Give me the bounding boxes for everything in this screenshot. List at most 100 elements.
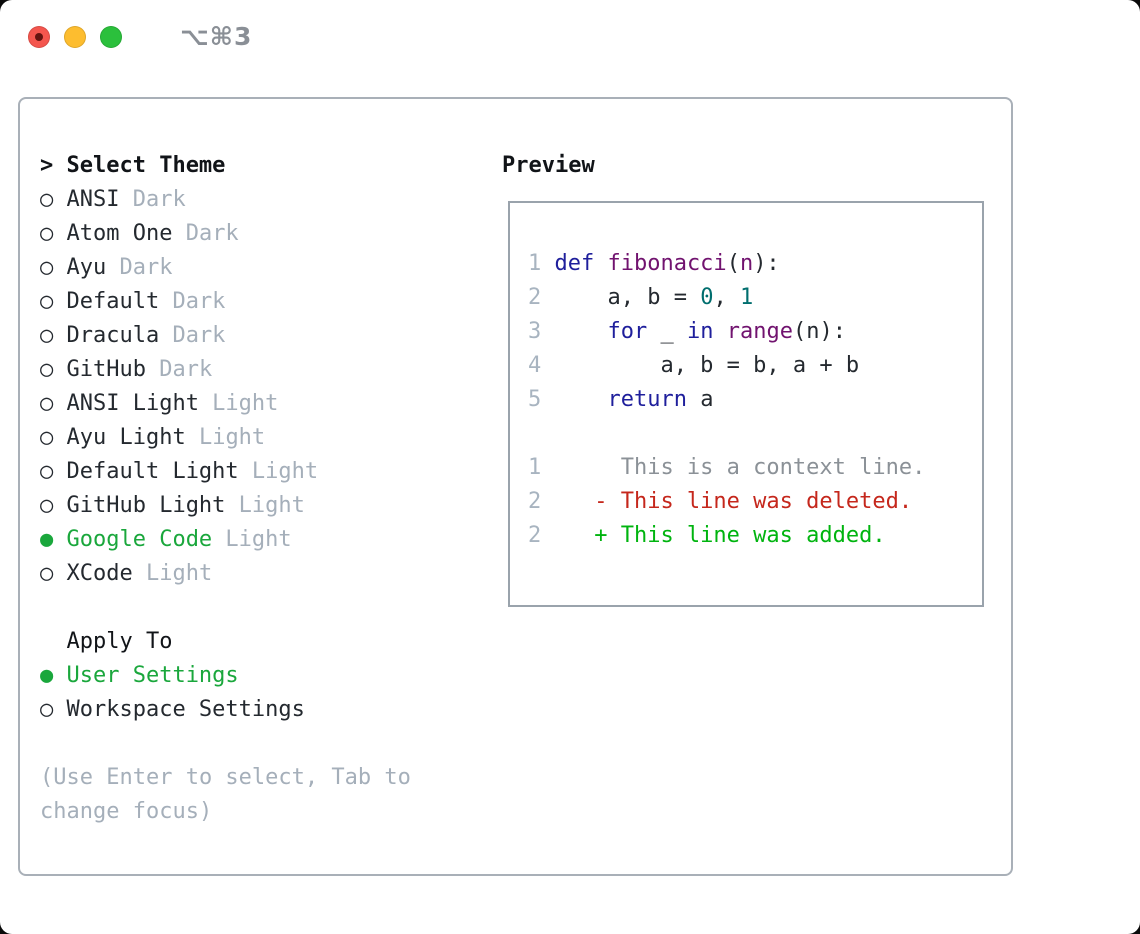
preview-header: Preview	[502, 149, 1011, 183]
theme-name: XCode	[66, 561, 133, 586]
theme-variant: Dark	[159, 323, 226, 348]
code-line: 3 for _ in range(n):	[528, 315, 964, 349]
theme-name: ANSI	[66, 187, 120, 212]
close-dot-icon	[35, 33, 43, 41]
theme-option-default-dark[interactable]: ○Default Dark	[40, 285, 502, 319]
radio-icon: ○	[40, 187, 54, 212]
theme-name: Default	[66, 289, 160, 314]
maximize-button[interactable]	[100, 26, 122, 48]
radio-icon: ○	[40, 425, 54, 450]
code-token: ):	[753, 251, 780, 276]
theme-option-atom-one-dark[interactable]: ○Atom One Dark	[40, 217, 502, 251]
code-token: (n):	[792, 319, 846, 344]
apply-option-user-settings[interactable]: ●User Settings	[40, 659, 502, 693]
theme-variant: Dark	[159, 289, 226, 314]
apply-to-header: Apply To	[40, 625, 502, 659]
diff-text: This line was added.	[620, 523, 886, 548]
select-theme-title: Select Theme	[66, 153, 226, 178]
apply-to-section: Apply To ●User Settings ○ Workspace Settin…	[40, 625, 502, 727]
code-line: 4 a, b = b, a + b	[528, 349, 964, 383]
apply-option-label: Workspace Settings	[66, 697, 305, 722]
theme-option-ayu-dark[interactable]: ○ Ayu Dark	[40, 251, 502, 285]
code-token: in	[686, 319, 714, 344]
theme-name: Ayu	[66, 255, 107, 280]
code-token: fibonacci	[607, 251, 727, 276]
radio-icon: ●	[40, 663, 54, 688]
diff-line-deleted: 2-This line was deleted.	[528, 485, 964, 519]
theme-option-default-light-light[interactable]: ○Default Light Light	[40, 455, 502, 489]
code-token: _	[647, 319, 687, 344]
code-token: ,	[713, 285, 740, 310]
line-number: 4	[528, 353, 542, 378]
theme-option-ansi-dark[interactable]: ○ ANSI Dark	[40, 183, 502, 217]
line-number: 5	[528, 387, 542, 412]
theme-option-github-light-light[interactable]: ○GitHub Light Light	[40, 489, 502, 523]
minimize-button[interactable]	[64, 26, 86, 48]
theme-variant: Light	[198, 391, 279, 416]
window-shortcut-label: ⌥⌘3	[180, 22, 253, 51]
theme-variant: Light	[185, 425, 266, 450]
theme-name: ANSI Light	[66, 391, 199, 416]
radio-icon: ○	[40, 561, 54, 586]
line-number: 1	[528, 455, 542, 480]
theme-option-ayu-light-light[interactable]: ○ Ayu Light Light	[40, 421, 502, 455]
theme-list: ○ANSI Dark○Atom One Dark○Ayu Dark○Defaul…	[40, 183, 502, 591]
code-token: return	[607, 387, 687, 412]
code-token: def	[554, 251, 608, 276]
line-number: 1	[528, 251, 542, 276]
code-token: a, b = b, a + b	[554, 353, 860, 378]
theme-name: Ayu Light	[66, 425, 186, 450]
apply-option-workspace-settings[interactable]: ○ Workspace Settings	[40, 693, 502, 727]
theme-variant: Dark	[172, 221, 239, 246]
theme-menu-panel: >Select Theme ○ANSI Dark○Atom One Dark○A…	[40, 149, 502, 874]
theme-variant: Dark	[119, 187, 186, 212]
radio-icon: ○	[40, 459, 54, 484]
select-theme-header: > Select Theme	[40, 149, 502, 183]
diff-line-added: 2+This line was added.	[528, 519, 964, 553]
code-token: 0	[700, 285, 714, 310]
apply-to-title: Apply To	[66, 629, 173, 654]
cursor-icon: >	[40, 153, 54, 178]
radio-icon: ●	[40, 527, 54, 552]
code-token	[554, 387, 607, 412]
theme-option-xcode-light[interactable]: ○XCode Light	[40, 557, 502, 591]
radio-icon: ○	[40, 697, 54, 722]
line-number: 2	[528, 285, 542, 310]
code-token: a, b =	[554, 285, 701, 310]
theme-name: Default Light	[66, 459, 239, 484]
theme-name: Google Code	[66, 527, 213, 552]
code-token: (	[726, 251, 740, 276]
radio-icon: ○	[40, 221, 54, 246]
theme-option-dracula-dark[interactable]: ○ Dracula Dark	[40, 319, 502, 353]
theme-option-github-dark[interactable]: ○GitHub Dark	[40, 353, 502, 387]
titlebar: ⌥⌘3	[0, 0, 1140, 97]
theme-option-ansi-light-light[interactable]: ○ ANSI Light Light	[40, 387, 502, 421]
code-token: range	[726, 319, 793, 344]
radio-icon: ○	[40, 391, 54, 416]
diff-text: This is a context line.	[620, 455, 926, 480]
theme-variant: Dark	[145, 357, 213, 382]
radio-icon: ○	[40, 255, 54, 280]
theme-variant: Dark	[106, 255, 173, 280]
radio-icon: ○	[40, 493, 54, 518]
preview-title: Preview	[502, 153, 595, 178]
line-number: 2	[528, 489, 542, 514]
theme-name: GitHub	[66, 357, 146, 382]
code-line: 2 a, b = 0, 1	[528, 281, 964, 315]
diff-line-context: 1 This is a context line.	[528, 451, 964, 485]
code-token	[554, 319, 607, 344]
radio-icon: ○	[40, 323, 54, 348]
code-token	[713, 319, 726, 344]
line-number: 3	[528, 319, 542, 344]
close-button[interactable]	[28, 26, 50, 48]
line-number: 2	[528, 523, 542, 548]
code-token: a	[686, 387, 714, 412]
code-line: 5 return a	[528, 383, 964, 417]
theme-name: Dracula	[66, 323, 160, 348]
theme-option-google-code-light[interactable]: ●Google Code Light	[40, 523, 502, 557]
